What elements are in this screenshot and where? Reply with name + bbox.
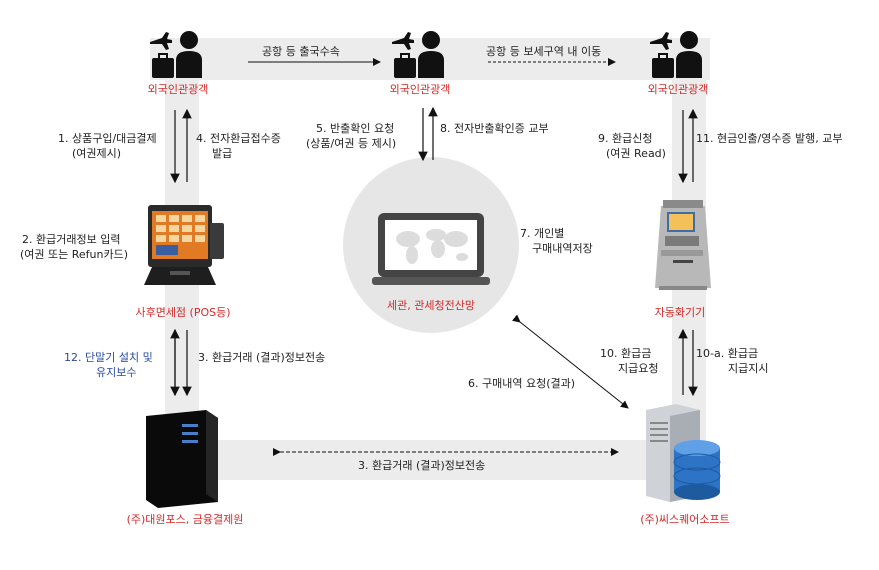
flow-s9-line1: 9. 환급신청: [598, 132, 653, 145]
flow-s9-line2: (여권 Read): [606, 147, 666, 160]
arrow-s6: [512, 314, 629, 409]
flow-s2-line1: 2. 환급거래정보 입력: [22, 233, 121, 246]
pos-terminal-icon: [144, 205, 224, 285]
label-traveler-3: 외국인관광객: [647, 83, 709, 96]
label-customs: 세관, 관세청전산망: [387, 299, 475, 312]
flow-s12-line2: 유지보수: [96, 366, 137, 379]
flow-top-2: 공항 등 보세구역 내 이동: [486, 45, 602, 58]
server-database-icon: [646, 404, 721, 502]
flow-s7-line2: 구매내역저장: [532, 242, 593, 255]
flow-s1-line1: 1. 상품구입/대금결제: [58, 132, 157, 145]
traveler-icon-1: [150, 31, 202, 78]
flow-s8: 8. 전자반출확인증 교부: [440, 122, 549, 135]
flow-s12-line1: 12. 단말기 설치 및: [64, 351, 153, 364]
flow-s5-line2: (상품/여권 등 제시): [306, 137, 397, 150]
label-pos: 사후면세점 (POS등): [135, 306, 231, 319]
label-kiosk: 자동화기기: [654, 306, 706, 319]
label-traveler-2: 외국인관광객: [389, 83, 451, 96]
flow-s3-bottom: 3. 환급거래 (결과)정보전송: [358, 459, 486, 472]
laptop-icon: [372, 213, 490, 285]
flow-s11: 11. 현금인출/영수증 발행, 교부: [696, 132, 843, 145]
flow-s10a-line2: 지급지시: [728, 362, 769, 375]
flow-s4-line1: 4. 전자환급접수증: [196, 132, 281, 145]
flow-s3-left: 3. 환급거래 (결과)정보전송: [198, 351, 326, 364]
flow-s10a-line1: 10-a. 환급금: [696, 347, 759, 360]
traveler-icon-3: [650, 31, 702, 78]
kiosk-icon: [655, 200, 711, 290]
flow-s4-line2: 발급: [212, 147, 233, 160]
flow-s2-line2: (여권 또는 Refun카드): [20, 248, 129, 261]
label-traveler-1: 외국인관광객: [147, 83, 209, 96]
flow-s5-line1: 5. 반출확인 요청: [316, 122, 395, 135]
flow-top-1: 공항 등 출국수속: [262, 45, 340, 58]
flow-s10-line2: 지급요청: [618, 362, 659, 375]
label-daewon: (주)대원포스, 금융결제원: [126, 513, 244, 526]
label-cisoft: (주)씨스퀘어소프트: [640, 513, 730, 526]
flow-s10-line1: 10. 환급금: [600, 347, 652, 360]
bottom-band: [165, 440, 705, 480]
flow-s1-line2: (여권제시): [72, 147, 122, 160]
flow-s7-line1: 7. 개인별: [520, 227, 565, 240]
server-tower-icon: [146, 410, 218, 508]
flow-s6: 6. 구매내역 요청(결과): [468, 377, 576, 390]
traveler-icon-2: [392, 31, 444, 78]
